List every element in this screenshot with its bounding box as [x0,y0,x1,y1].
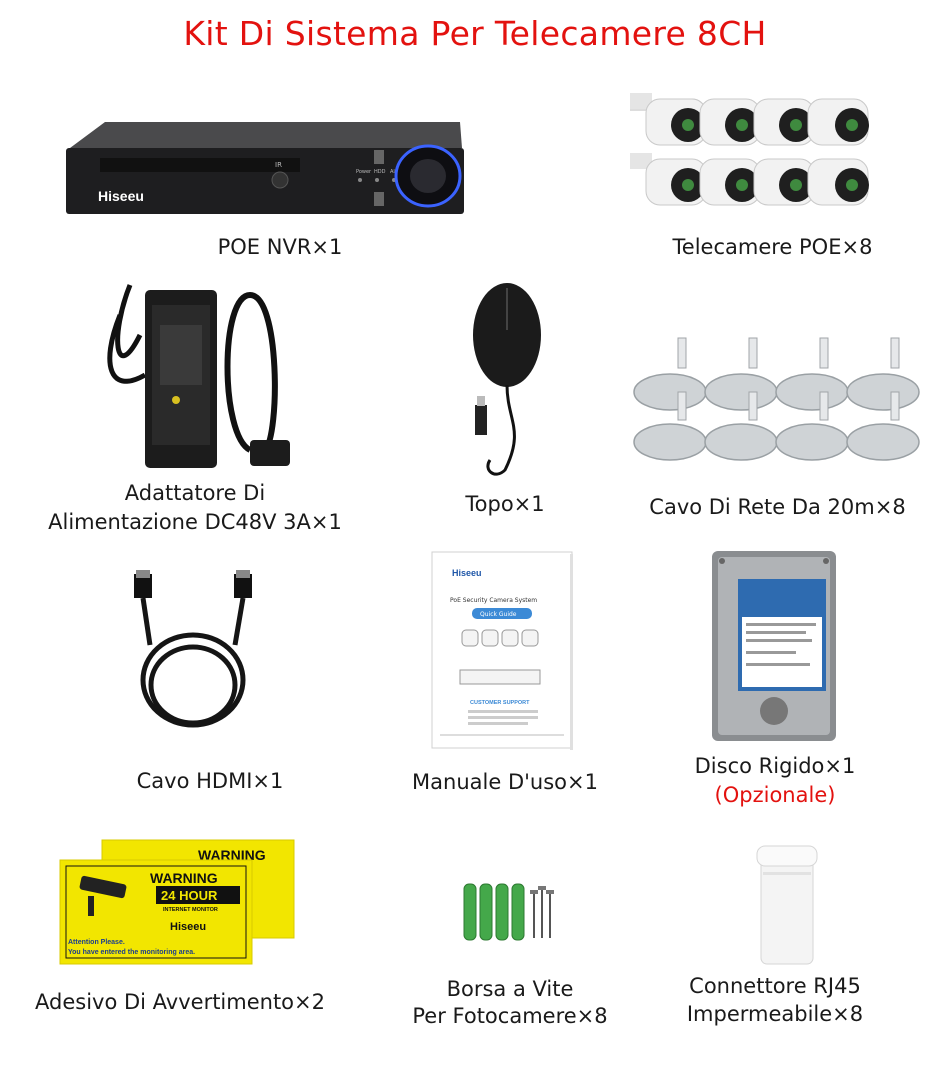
network-cable-caption: Cavo Di Rete Da 20m×8 [649,495,906,519]
mouse-caption: Topo×1 [465,492,545,516]
sticker-caption: Adesivo Di Avvertimento×2 [35,990,325,1014]
screws-caption-line1: Borsa a Vite [446,977,574,1001]
nvr-recorder-icon: IR Power HDD Alarm Hiseeu [66,122,464,214]
power-adapter-icon [107,284,290,468]
svg-text:Power: Power [356,169,372,175]
bullet-camera-icon [630,93,869,206]
hdmi-cable-icon [134,570,252,728]
svg-text:HDD: HDD [374,169,386,175]
svg-text:Hiseeu: Hiseeu [452,568,482,578]
manual-quick-guide: Quick Guide [480,611,517,618]
warning-sticker-icon: WARNING WARNING 24 HOUR INTERNET MONITOR… [59,839,295,965]
manual-heading: PoE Security Camera System [450,597,537,604]
page-title: Kit Di Sistema Per Telecamere 8CH [183,14,767,53]
svg-text:Hiseeu: Hiseeu [98,188,144,204]
screws-caption-line2: Per Fotocamere×8 [412,1004,608,1028]
sticker-monitor: INTERNET MONITOR [163,907,218,913]
sticker-front-warning: WARNING [150,870,218,886]
rj45-caption-line2: Impermeabile×8 [686,1002,864,1026]
sticker-attention: Attention Please. [68,939,125,946]
nvr-caption: POE NVR×1 [217,235,343,259]
screw-bag-icon [463,883,554,941]
cameras-caption: Telecamere POE×8 [672,235,873,259]
svg-text:Hiseeu: Hiseeu [170,921,206,933]
manual-support: CUSTOMER SUPPORT [470,700,530,706]
adapter-caption-line1: Adattatore Di [124,481,266,505]
rj45-caption-line1: Connettore RJ45 [689,974,861,998]
manual-booklet-icon: Hiseeu PoE Security Camera System Quick … [431,551,573,750]
rj45-connector-icon [756,845,818,965]
svg-text:IR: IR [275,161,282,169]
hdd-caption: Disco Rigido×1 [694,754,856,778]
sticker-back-warning: WARNING [198,847,266,863]
hdmi-caption: Cavo HDMI×1 [136,769,284,793]
sticker-hours: 24 HOUR [161,888,218,903]
hard-disk-icon [712,551,836,741]
network-cable-icon [633,337,920,461]
usb-mouse-icon [473,283,541,476]
manual-caption: Manuale D'uso×1 [412,770,598,794]
adapter-caption-line2: Alimentazione DC48V 3A×1 [48,510,342,534]
sticker-entered: You have entered the monitoring area. [68,949,195,956]
hdd-optional-note: (Opzionale) [714,783,836,807]
